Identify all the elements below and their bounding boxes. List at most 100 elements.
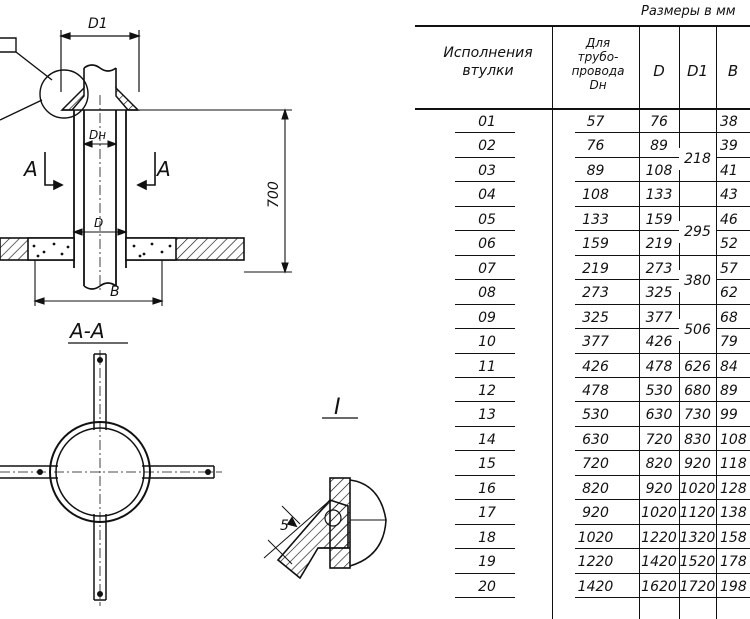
cell-dn: 478 [582, 382, 609, 399]
row-underline-left [455, 401, 515, 403]
dim-d-label: D [94, 216, 103, 230]
cell-num: 12 [478, 382, 496, 399]
cell-num: 14 [478, 431, 496, 448]
cell-b: 84 [720, 358, 738, 375]
row-underline [575, 523, 750, 525]
cell-dn: 76 [586, 138, 605, 155]
row-underline [575, 572, 750, 574]
cell-dn: 325 [582, 309, 609, 326]
dn-dimension [82, 140, 118, 148]
cell-num: 16 [478, 480, 496, 497]
row-underline [575, 156, 750, 158]
cell-b: 158 [720, 529, 747, 546]
dim-d1-label: D1 [88, 16, 108, 32]
d1-dimension [59, 30, 141, 92]
row-underline-left [455, 572, 515, 574]
row-underline-left [455, 328, 515, 330]
section-aa-view [0, 350, 222, 606]
cell-b: 89 [720, 382, 738, 399]
cell-d: 920 [645, 480, 673, 497]
cell-d: 219 [645, 236, 673, 253]
cell-dn: 377 [582, 334, 609, 351]
row-underline [575, 474, 750, 476]
row-underline-left [455, 156, 515, 158]
units-caption: Размеры в мм [641, 4, 736, 19]
cell-b: 68 [720, 309, 738, 326]
cell-d1-group: 380 [679, 270, 716, 293]
row-underline-left [455, 132, 515, 134]
row-underline-left [455, 205, 515, 207]
col-sep-4 [716, 25, 718, 619]
cell-num: 17 [478, 505, 496, 522]
row-underline [575, 597, 750, 598]
header-b: B [727, 62, 739, 80]
cell-d: 1620 [641, 578, 677, 595]
dimensions-table: Размеры в мм Исполнения втулки Для трубо… [415, 0, 750, 619]
row-underline-left [455, 523, 515, 525]
row-underline-left [455, 376, 515, 378]
col-sep-2 [639, 25, 641, 619]
cell-d1: 1020 [679, 480, 716, 497]
row-underline [575, 401, 750, 403]
cell-d1: 1720 [679, 578, 716, 595]
cell-num: 20 [478, 578, 496, 595]
cell-d: 530 [645, 382, 673, 399]
cell-dn: 133 [582, 211, 609, 228]
cell-d1-group: 506 [679, 319, 716, 342]
row-underline [575, 230, 750, 232]
cell-dn: 159 [582, 236, 609, 253]
pipe-upper [83, 64, 117, 88]
cell-num: 13 [478, 407, 496, 424]
row-underline-left [455, 254, 515, 256]
sleeve-body [73, 95, 127, 290]
d-dimension [72, 228, 128, 236]
col-sep-1 [552, 25, 554, 619]
cell-b: 99 [720, 407, 738, 424]
cell-dn: 1420 [577, 578, 614, 595]
cell-b: 52 [720, 236, 738, 253]
cell-dn: 920 [582, 505, 609, 522]
b-dimension [33, 260, 164, 306]
cell-num: 11 [478, 358, 496, 375]
section-marks [44, 152, 156, 191]
cell-dn: 1020 [577, 529, 614, 546]
row-underline-left [455, 425, 515, 427]
cell-d: 108 [645, 162, 673, 179]
row-underline-left [455, 352, 515, 354]
cell-b: 79 [720, 334, 738, 351]
row-underline [575, 376, 750, 378]
row-underline-left [455, 499, 515, 501]
cell-b: 57 [720, 260, 738, 277]
row-underline-left [455, 474, 515, 476]
cell-d1: 680 [684, 382, 711, 399]
dim-height-label: 700 [266, 181, 282, 208]
cell-dn: 273 [582, 285, 609, 302]
cell-b: 108 [720, 431, 747, 448]
cell-d: 89 [650, 138, 668, 155]
row-underline-left [455, 279, 515, 281]
cell-d1: 626 [684, 358, 711, 375]
cell-dn: 89 [586, 162, 605, 179]
row-underline [575, 499, 750, 501]
cell-d: 630 [645, 407, 673, 424]
row-underline [575, 205, 750, 207]
cell-num: 03 [478, 162, 496, 179]
cell-b: 43 [720, 187, 738, 204]
cell-dn: 530 [582, 407, 609, 424]
dim-dn-label: Dн [89, 128, 106, 142]
cell-b: 62 [720, 285, 738, 302]
cell-num: 02 [478, 138, 496, 155]
cell-num: 04 [478, 187, 496, 204]
cell-num: 07 [478, 260, 496, 277]
cell-d: 1020 [641, 505, 677, 522]
cell-num: 01 [478, 114, 496, 130]
cell-b: 128 [720, 480, 747, 497]
row-underline [575, 328, 750, 330]
cell-dn: 720 [582, 456, 609, 473]
cell-d: 1420 [641, 554, 677, 571]
section-a-right: А [155, 157, 171, 181]
cell-d: 159 [645, 211, 673, 228]
pipe-lower-break [83, 282, 117, 290]
cell-dn: 108 [582, 187, 609, 204]
cell-num: 10 [478, 334, 496, 351]
